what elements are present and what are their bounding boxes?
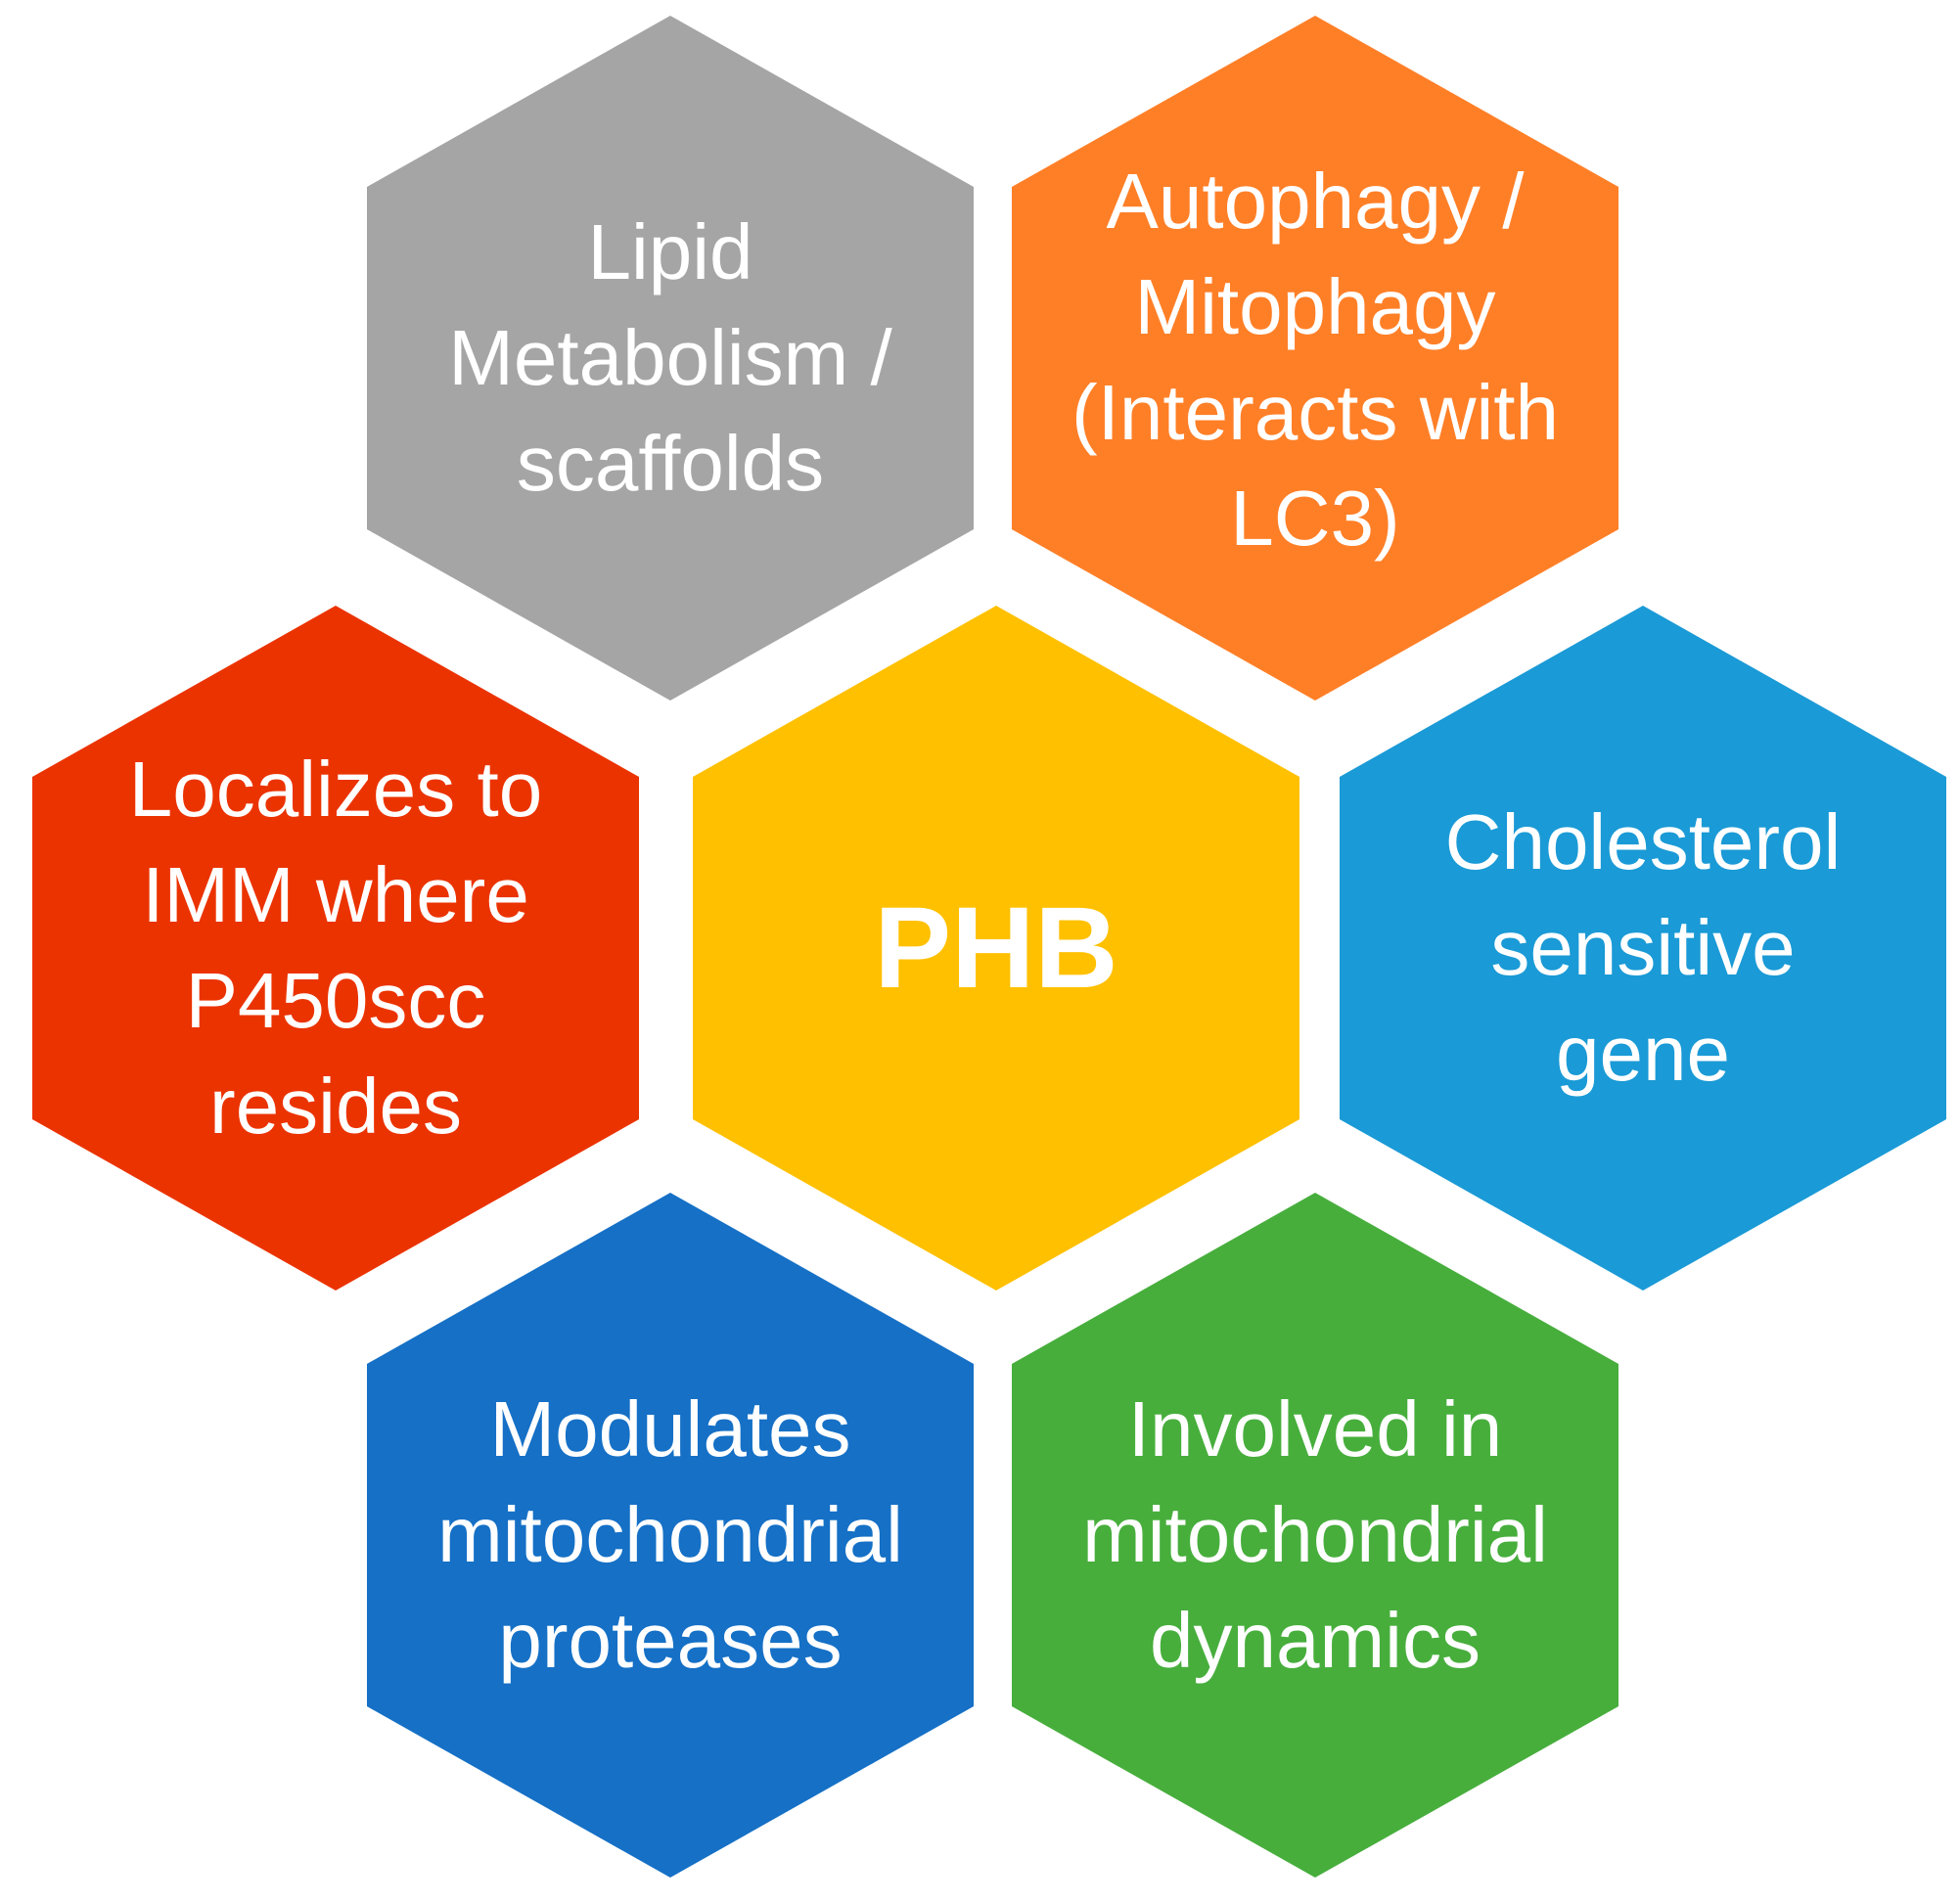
hexagon-mitochondrial-dynamics: Involved in mitochondrial dynamics [1012, 1193, 1618, 1878]
hexagon-label-cholesterol-sensitive-gene: Cholesterol sensitive gene [1444, 798, 1842, 1097]
hexagon-label-lipid-metabolism: Lipid Metabolism / scaffolds [448, 208, 892, 507]
hexagon-label-phb: PHB [874, 884, 1118, 1013]
hexagon-label-mitochondrial-dynamics: Involved in mitochondrial dynamics [1082, 1385, 1548, 1684]
hexagon-label-localizes-to-imm: Localizes to IMM where P450scc resides [128, 746, 543, 1150]
hexagon-lipid-metabolism: Lipid Metabolism / scaffolds [367, 16, 974, 701]
hexagon-autophagy-mitophagy: Autophagy / Mitophagy (Interacts with LC… [1012, 16, 1618, 701]
hexagon-label-modulates-proteases: Modulates mitochondrial proteases [437, 1385, 903, 1684]
hexagon-label-autophagy-mitophagy: Autophagy / Mitophagy (Interacts with LC… [1071, 158, 1559, 562]
hexagon-cholesterol-sensitive-gene: Cholesterol sensitive gene [1340, 606, 1946, 1291]
hexagon-center-phb: PHB [693, 606, 1299, 1291]
hexagon-localizes-to-imm: Localizes to IMM where P450scc resides [32, 606, 639, 1291]
hexagon-modulates-proteases: Modulates mitochondrial proteases [367, 1193, 974, 1878]
